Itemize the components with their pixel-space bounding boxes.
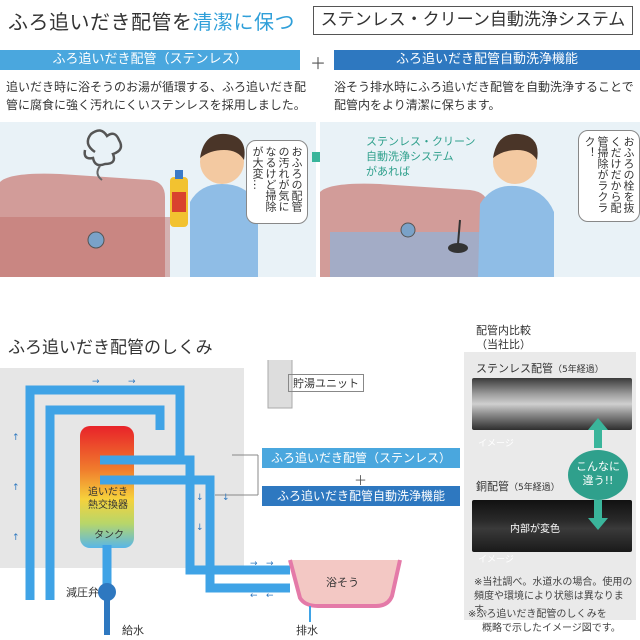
storage-unit-label: 貯湯ユニット	[288, 374, 364, 392]
diagram-wash-label: ふろ追いだき配管自動洗浄機能	[262, 486, 460, 506]
arrow-text-line2: 自動洗浄システム	[366, 150, 454, 163]
footer-note-2: 概略で示したイメージ図です。	[482, 623, 621, 634]
stainless-years: （5年経過）	[553, 365, 604, 375]
copper-years: （5年経過）	[509, 483, 560, 493]
svg-text:→: →	[250, 559, 258, 569]
feature-stainless-desc: 追いだき時に浴そうのお湯が循環する、ふろ追いだき配管に腐食に強く汚れにくいステン…	[6, 80, 307, 112]
badge-line2: 違う!!	[582, 474, 614, 487]
feature-autowash-label: ふろ追いだき配管自動洗浄機能	[334, 50, 640, 70]
comparison-subtitle: （当社比）	[476, 338, 531, 351]
pressure-valve-label: 減圧弁	[66, 586, 99, 599]
svg-text:←: ←	[266, 591, 274, 601]
svg-text:↑: ↑	[12, 483, 20, 493]
copper-discolor-label: 内部が変色	[510, 524, 560, 535]
comparison-note-2: 頻度や環境により状態は異なります。	[474, 591, 624, 616]
copper-pipe-image	[472, 500, 632, 552]
comparison-title: 配管内比較	[476, 324, 531, 337]
stainless-pipe-image	[472, 378, 632, 430]
svg-text:←: ←	[250, 591, 258, 601]
title-prefix: ふろ追いだき配管を	[8, 10, 193, 34]
comparison-note-1: ※当社調べ。水道水の場合。使用の	[474, 577, 633, 588]
copper-label-row: 銅配管（5年経過）	[476, 478, 560, 494]
diagram-pipe-label: ふろ追いだき配管（ステンレス）	[262, 448, 460, 468]
after-scene-art	[320, 133, 554, 277]
feature-stainless-label: ふろ追いだき配管（ステンレス）	[0, 50, 300, 70]
svg-text:↓: ↓	[222, 493, 230, 503]
diagram-plus: ＋	[354, 474, 368, 489]
feature-autowash-desc: 浴そう排水時にふろ追いだき配管を自動洗浄することで配管内をより清潔に保ちます。	[334, 80, 634, 112]
title-highlight: 清潔に保つ	[192, 10, 295, 34]
footer-note-1: ※ふろ追いだき配管のしくみを	[468, 609, 607, 620]
difference-badge: こんなに 違う!!	[568, 450, 628, 500]
svg-text:↓: ↓	[196, 523, 204, 533]
bathtub-label: 浴そう	[326, 576, 359, 589]
arrow-text-line3: があれば	[366, 165, 410, 178]
tank-label: タンク	[94, 530, 124, 541]
worry-speech-bubble: おふろの配管の汚れが気になるけど掃除が大変…	[246, 140, 308, 224]
page-title: ふろ追いだき配管を清潔に保つ	[8, 6, 295, 35]
before-scene-art	[0, 129, 258, 277]
compare-arrows-icon	[588, 418, 608, 530]
diagram-section-title: ふろ追いだき配管のしくみ	[8, 338, 213, 358]
stainless-image-note: イメージ	[478, 439, 514, 449]
stainless-label: ステンレス配管	[476, 362, 553, 375]
illustration-after: ステンレス・クリーン 自動洗浄システム があれば おふろの栓を抜くだけだから配管…	[320, 122, 640, 277]
copper-image-note: イメージ	[478, 555, 514, 565]
copper-label: 銅配管	[476, 480, 509, 493]
svg-text:↑: ↑	[12, 433, 20, 443]
svg-text:→: →	[92, 377, 100, 387]
water-supply-label: 給水	[122, 624, 144, 637]
stainless-label-row: ステンレス配管（5年経過）	[476, 360, 604, 376]
plus-sign: ＋	[310, 54, 327, 73]
svg-text:→: →	[128, 377, 136, 387]
svg-text:→: →	[266, 559, 274, 569]
heat-exchanger-line2: 熱交換器	[88, 500, 128, 511]
badge-line1: こんなに	[576, 460, 620, 473]
drain-label: 排水	[296, 624, 318, 637]
heat-exchanger-line1: 追いだき	[88, 487, 128, 498]
illustration-before: おふろの配管の汚れが気になるけど掃除が大変…	[0, 122, 316, 277]
arrow-text-line1: ステンレス・クリーン	[366, 135, 476, 148]
system-name-box: ステンレス・クリーン自動洗浄システム	[313, 6, 633, 35]
svg-text:↑: ↑	[12, 533, 20, 543]
svg-text:↓: ↓	[196, 493, 204, 503]
relief-speech-bubble: おふろの栓を抜くだけだから配管掃除がラクラク！	[578, 130, 640, 222]
